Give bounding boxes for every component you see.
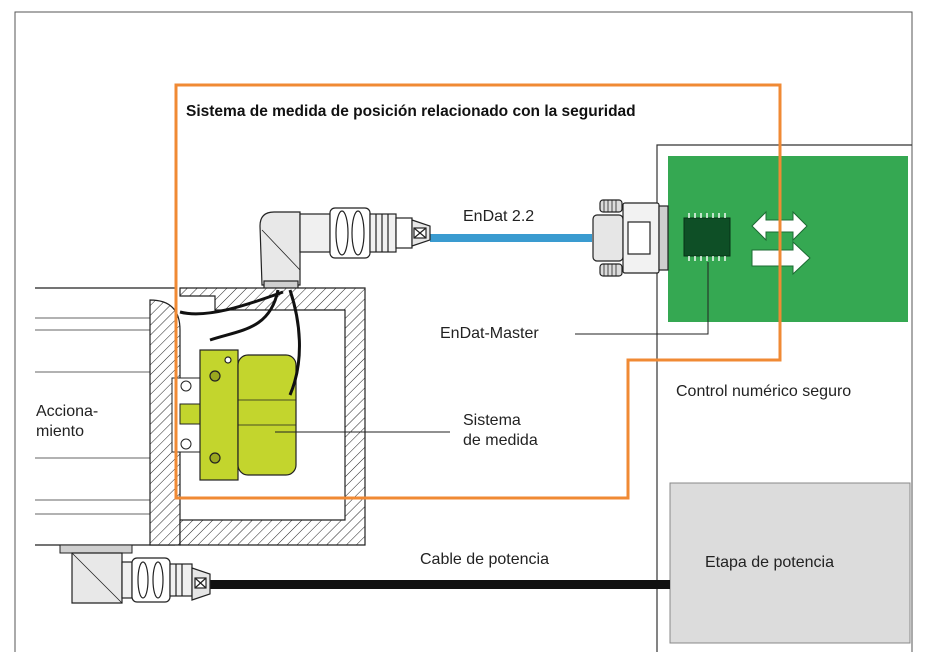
control-cabinet-outline: [656, 144, 912, 652]
diagram-title: Sistema de medida de posición relacionad…: [186, 103, 636, 120]
endat-master-leader: [575, 262, 709, 335]
power-stage-label: Etapa de potencia: [705, 554, 834, 571]
drive-label: Acciona- miento: [36, 403, 99, 440]
control-label: Control numérico seguro: [676, 383, 852, 400]
outer-frame: [14, 11, 913, 657]
encoder-unit: [199, 349, 297, 481]
endat-cable: [430, 234, 592, 242]
endat-master-chip: [683, 213, 731, 261]
endat-label: EnDat 2.2: [463, 208, 535, 225]
internal-cables: [179, 289, 301, 396]
endat-master-label: EnDat-Master: [440, 325, 539, 342]
power-angle-connector: [71, 552, 211, 604]
encoder-angle-connector: [259, 207, 431, 291]
power-cable: [210, 580, 670, 589]
encoder-label: Sistema de medida: [463, 412, 538, 449]
power-cable-label: Cable de potencia: [420, 551, 549, 568]
power-stage: [669, 482, 911, 644]
dsub-connector: [592, 199, 669, 277]
safety-boundary: [174, 83, 782, 500]
